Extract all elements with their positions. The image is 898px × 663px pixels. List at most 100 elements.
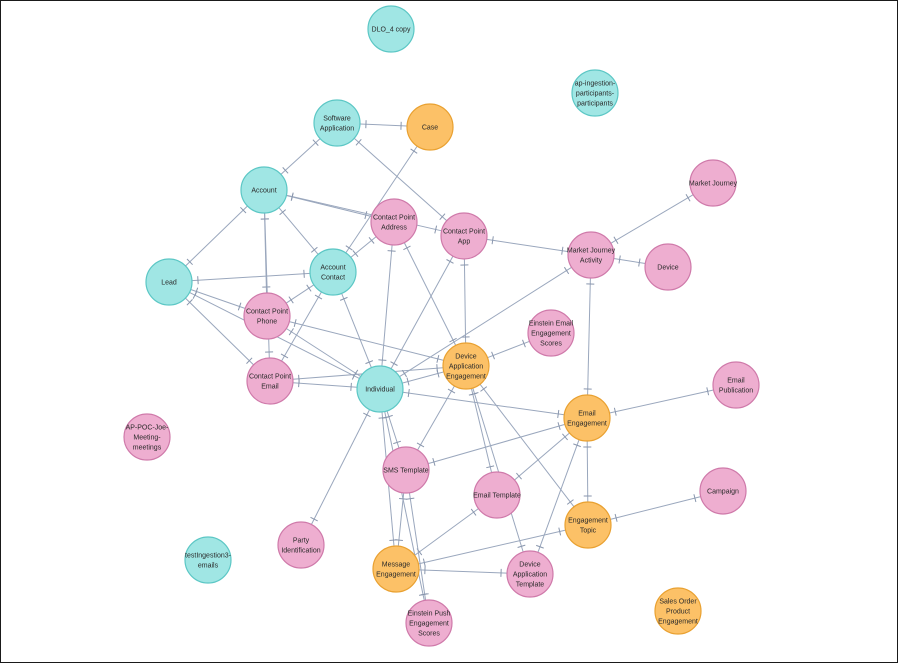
entity-node-smstemplate[interactable]: SMS Template — [382, 446, 430, 494]
edge-engtopic-campaign[interactable] — [610, 494, 701, 522]
entity-circle[interactable] — [184, 536, 232, 584]
relationship-line[interactable] — [397, 492, 405, 547]
edge-cpphone-devappeng[interactable] — [289, 319, 444, 363]
relationship-line[interactable] — [613, 258, 646, 264]
relationship-line[interactable] — [353, 137, 448, 222]
relationship-line[interactable] — [472, 387, 524, 553]
entity-circle[interactable] — [123, 413, 171, 461]
relationship-line[interactable] — [487, 340, 530, 359]
relationship-line[interactable] — [586, 440, 589, 503]
edge-acctcontact-cpaddress[interactable] — [350, 236, 377, 258]
relationship-line[interactable] — [414, 508, 479, 556]
edge-devappeng-emailtemplate[interactable] — [468, 388, 495, 473]
entity-circle[interactable] — [689, 159, 737, 207]
relationship-line[interactable] — [399, 266, 572, 378]
relationship-line[interactable] — [310, 409, 371, 525]
relationship-line[interactable] — [286, 328, 361, 377]
entity-circle[interactable] — [473, 471, 521, 519]
relationship-line[interactable] — [609, 389, 714, 414]
edge-cpaddress-devappeng[interactable] — [403, 242, 457, 346]
relationship-line[interactable] — [470, 388, 493, 473]
edge-account-acctcontact[interactable] — [278, 207, 319, 255]
relationship-line[interactable] — [278, 207, 319, 255]
entity-circle[interactable] — [699, 467, 747, 515]
relationship-line[interactable] — [610, 496, 701, 520]
edge-cpapp-individual[interactable] — [390, 255, 454, 370]
relationship-line[interactable] — [289, 321, 444, 361]
relationship-line[interactable] — [417, 385, 455, 451]
edge-account-cpaddress[interactable] — [286, 192, 372, 220]
edge-emaileng-engtopic[interactable] — [583, 440, 592, 503]
entity-node-marketjourney[interactable]: Market Journey — [689, 159, 738, 207]
relationship-line[interactable] — [486, 238, 569, 253]
edge-individual-smstemplate[interactable] — [384, 410, 402, 449]
entity-node-account[interactable]: Account — [240, 166, 288, 214]
entity-node-individual[interactable]: Individual — [356, 365, 404, 413]
entity-node-lead[interactable]: Lead — [145, 258, 193, 306]
entity-circle[interactable] — [356, 365, 404, 413]
edge-lead-cpemail[interactable] — [185, 297, 254, 366]
edge-marketjourney-mjactivity[interactable] — [610, 194, 694, 244]
entity-node-campaign[interactable]: Campaign — [699, 467, 747, 515]
edge-lead-acctcontact[interactable] — [191, 269, 311, 285]
entity-circle[interactable] — [309, 248, 357, 296]
edge-devappeng-engtopic[interactable] — [479, 383, 575, 508]
entity-circle[interactable] — [277, 521, 325, 569]
edge-mjactivity-emaileng[interactable] — [583, 277, 595, 396]
edge-msgeng-devapptemplate[interactable] — [418, 566, 508, 577]
edge-mjactivity-individual[interactable] — [399, 266, 572, 378]
relationship-line[interactable] — [185, 205, 248, 267]
entity-circle[interactable] — [370, 198, 418, 246]
edge-cpphone-individual[interactable] — [286, 328, 361, 377]
entity-node-testingest[interactable]: testIngestion3-emails — [184, 536, 232, 584]
entity-circle[interactable] — [313, 99, 361, 147]
edge-individual-partyid[interactable] — [310, 409, 371, 525]
entity-node-dlo4[interactable]: DLO_4 copy — [367, 5, 415, 53]
entity-node-appoc[interactable]: AP-POC-Joe-Meeting-meetings — [123, 413, 171, 461]
relationship-line[interactable] — [418, 529, 566, 565]
relationship-line[interactable] — [514, 432, 570, 481]
edge-msgeng-smstemplate[interactable] — [394, 492, 408, 547]
relationship-line[interactable] — [292, 382, 358, 388]
entity-circle[interactable] — [243, 292, 291, 340]
edge-emaileng-devapptemplate[interactable] — [536, 439, 581, 553]
edge-mjactivity-device[interactable] — [613, 255, 646, 267]
edge-smstemplate-einsteinpush[interactable] — [406, 492, 429, 601]
edge-individual-devappeng[interactable] — [402, 369, 444, 386]
edge-einsteinemail-devappeng[interactable] — [487, 339, 530, 360]
edge-software-cpapp[interactable] — [353, 137, 448, 222]
entity-circle[interactable] — [406, 103, 454, 151]
entity-circle[interactable] — [564, 501, 612, 549]
entity-circle[interactable] — [382, 446, 430, 494]
edge-acctcontact-cpphone[interactable] — [285, 284, 315, 304]
entity-circle[interactable] — [372, 545, 420, 593]
relationship-line[interactable] — [185, 297, 254, 366]
relationship-line[interactable] — [418, 569, 508, 574]
relationship-line[interactable] — [191, 272, 311, 282]
entity-circle[interactable] — [405, 599, 453, 647]
entity-circle[interactable] — [440, 212, 488, 260]
entity-circle[interactable] — [567, 231, 615, 279]
relationship-line[interactable] — [610, 194, 694, 244]
relationship-line[interactable] — [280, 138, 321, 175]
edge-cpemail-individual[interactable] — [292, 379, 358, 391]
entity-circle[interactable] — [654, 587, 702, 635]
edge-case-acctcontact[interactable] — [345, 145, 418, 254]
edge-emaileng-smstemplate[interactable] — [427, 422, 566, 466]
edge-msgeng-emailtemplate[interactable] — [414, 508, 479, 556]
edge-cpapp-mjactivity[interactable] — [486, 236, 569, 255]
relationship-line[interactable] — [402, 371, 444, 384]
relationship-line[interactable] — [479, 383, 575, 508]
